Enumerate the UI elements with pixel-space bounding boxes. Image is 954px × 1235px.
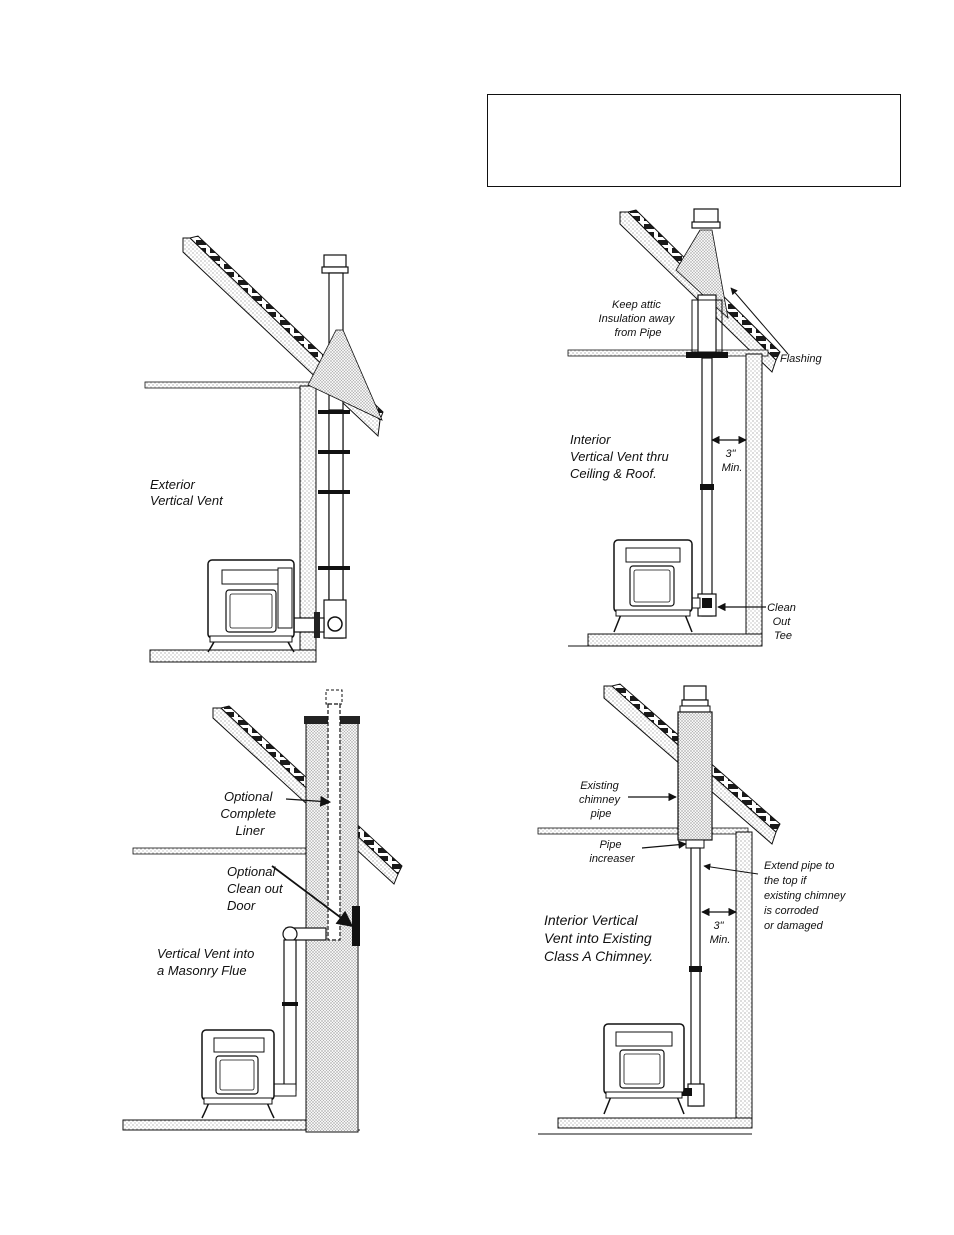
connector-pipe	[271, 926, 327, 1097]
wall	[745, 353, 763, 647]
exterior-chimney-pipe	[293, 254, 383, 639]
floor	[122, 1119, 310, 1131]
liner-label: Optional Complete Liner	[220, 789, 279, 838]
floor	[149, 649, 317, 663]
masonry-title: Vertical Vent into a Masonry Flue	[157, 946, 258, 978]
diagram-exterior-vertical-vent: Exterior Vertical Vent	[144, 235, 384, 663]
stove	[613, 539, 693, 633]
flashing-label: Flashing	[780, 353, 822, 365]
extend-pipe-arrow	[703, 863, 759, 875]
exterior-title: Exterior Vertical Vent	[150, 477, 224, 508]
ceiling	[537, 827, 749, 835]
diagram-class-a-chimney: Existing chimney pipe Pipe increaser Ext…	[537, 683, 848, 1135]
stove	[207, 559, 295, 653]
interior-ceiling-title: Interior Vertical Vent thru Ceiling & Ro…	[570, 432, 672, 481]
clearance-label: 3" Min.	[722, 448, 743, 474]
class-a-title: Interior Vertical Vent into Existing Cla…	[544, 912, 656, 964]
floor	[587, 633, 763, 647]
masonry-chimney	[304, 689, 360, 1133]
cleanout-tee-label: Clean Out Tee	[767, 602, 799, 642]
pipe-increaser-label: Pipe increaser	[589, 839, 636, 865]
door-arrow	[271, 865, 354, 927]
diagram-masonry-flue: Optional Complete Liner Optional Clean o…	[122, 689, 403, 1133]
attic-insulation-label: Keep attic Insulation away from Pipe	[599, 299, 678, 339]
existing-chimney	[677, 685, 713, 1107]
liner-arrow	[285, 795, 332, 807]
ceiling	[132, 847, 314, 855]
clearance-label: 3" Min.	[710, 920, 731, 946]
stove	[603, 1023, 685, 1115]
existing-chimney-label: Existing chimney pipe	[579, 780, 623, 820]
diagram-interior-ceiling-roof: Keep attic Insulation away from Pipe Fla…	[567, 208, 822, 647]
increaser-arrow	[641, 840, 687, 849]
floor	[557, 1117, 753, 1129]
ceiling	[567, 349, 769, 357]
cleanout-door-label: Optional Clean out Door	[227, 864, 286, 913]
wall	[735, 831, 753, 1129]
ceiling	[144, 381, 316, 389]
notice-box	[487, 94, 901, 187]
flashing-arrow	[730, 287, 789, 355]
interior-chimney-pipe	[675, 208, 729, 617]
extend-pipe-label: Extend pipe to the top if existing chimn…	[764, 860, 848, 932]
stove	[201, 1029, 275, 1119]
